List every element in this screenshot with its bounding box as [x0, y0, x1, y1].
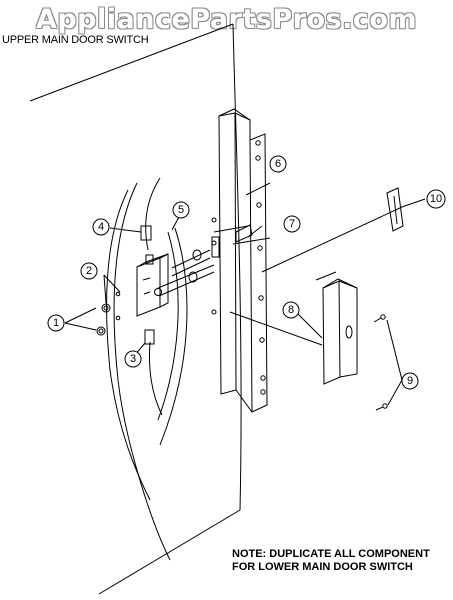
callout-7: 7: [283, 215, 301, 233]
callout-5-label: 5: [178, 204, 184, 216]
callout-2-label: 2: [86, 265, 92, 277]
note: NOTE: DUPLICATE ALL COMPONENT FOR LOWER …: [232, 548, 430, 574]
switch-cover: [315, 271, 358, 385]
clip: [386, 187, 404, 232]
callout-9-label: 9: [407, 375, 413, 387]
callout-5: 5: [172, 201, 190, 219]
switch-screws: [96, 291, 121, 336]
callout-8-label: 8: [288, 304, 294, 316]
callout-6: 6: [269, 155, 287, 173]
callout-2: 2: [80, 262, 98, 280]
callout-9: 9: [401, 372, 419, 390]
terminal-3: [144, 329, 155, 345]
wire-harness: [145, 177, 161, 251]
note-line-2: FOR LOWER MAIN DOOR SWITCH: [232, 561, 413, 573]
callout-6-label: 6: [275, 158, 281, 170]
callout-1-label: 1: [53, 317, 59, 329]
callout-8: 8: [282, 301, 300, 319]
terminal-4: [140, 225, 152, 241]
cover-screws: [373, 314, 388, 411]
note-line-1: NOTE: DUPLICATE ALL COMPONENT: [232, 548, 430, 560]
callout-4-label: 4: [98, 221, 104, 233]
callout-4: 4: [92, 218, 110, 236]
door-switch: [136, 249, 215, 317]
mounting-bracket: [218, 108, 268, 413]
callout-1: 1: [47, 314, 65, 332]
watermark: AppliancePartsPros.com: [35, 4, 418, 35]
callout-3: 3: [124, 350, 142, 368]
callout-3-label: 3: [130, 353, 136, 365]
diagram-title: UPPER MAIN DOOR SWITCH: [2, 34, 149, 46]
actuator-pin: [211, 224, 271, 258]
callout-10: 10: [426, 189, 446, 209]
callout-7-label: 7: [289, 218, 295, 230]
leader-lines: [64, 182, 426, 406]
wire-lead-5: [159, 227, 188, 446]
door-panel: [29, 23, 242, 595]
callout-10-label: 10: [430, 193, 442, 205]
